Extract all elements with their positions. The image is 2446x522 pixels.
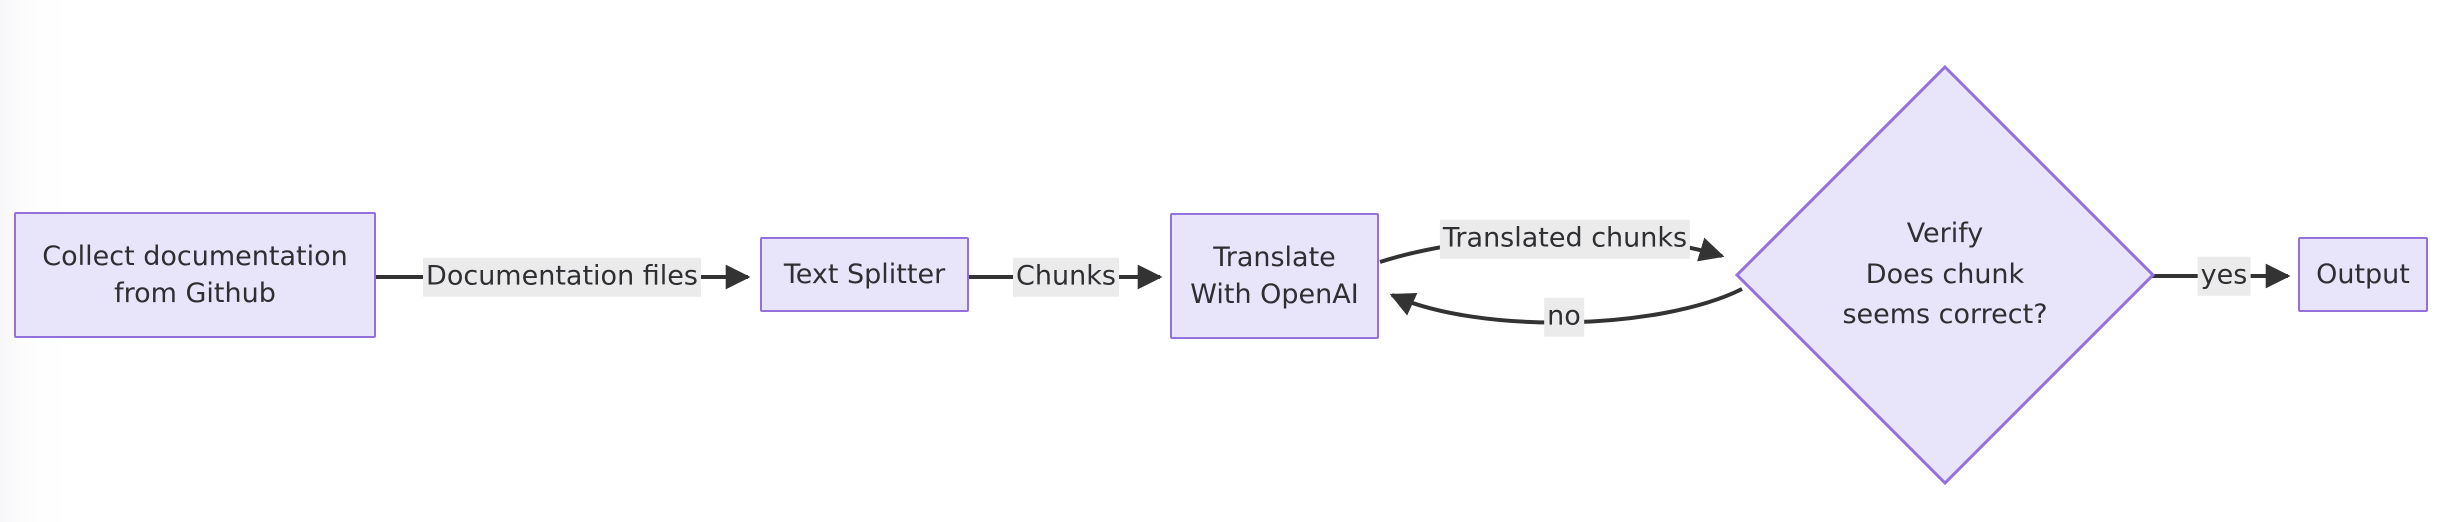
node-verify-decision[interactable]: Verify Does chunk seems correct? [1735, 65, 2155, 485]
node-translate-line-2: With OpenAI [1190, 279, 1359, 310]
node-verify-line-1: Verify [1906, 218, 1984, 250]
node-collect-line-1: Collect documentation [42, 240, 348, 272]
node-text-splitter-label: Text Splitter [783, 258, 946, 290]
edge-label-documentation-files: Documentation files [423, 257, 701, 297]
node-translate-with-openai[interactable]: Translate With OpenAI [1170, 213, 1379, 339]
diamond-shape [1735, 65, 2155, 485]
node-collect-line-2: from Github [114, 278, 276, 309]
node-output-label: Output [2316, 258, 2410, 290]
node-text-splitter[interactable]: Text Splitter [760, 237, 969, 312]
node-verify-label: Verify Does chunk seems correct? [1735, 65, 2155, 485]
edge-label-translated-chunks: Translated chunks [1439, 219, 1691, 259]
node-collect-documentation[interactable]: Collect documentation from Github [14, 212, 376, 338]
edge-label-no: no [1544, 297, 1584, 337]
node-verify-line-2: Does chunk [1865, 258, 2025, 290]
edge-label-yes: yes [2197, 256, 2251, 296]
node-verify-line-3: seems correct? [1842, 299, 2048, 331]
node-output[interactable]: Output [2298, 237, 2428, 312]
edge-label-chunks: Chunks [1013, 257, 1119, 297]
node-translate-line-1: Translate [1213, 241, 1336, 273]
